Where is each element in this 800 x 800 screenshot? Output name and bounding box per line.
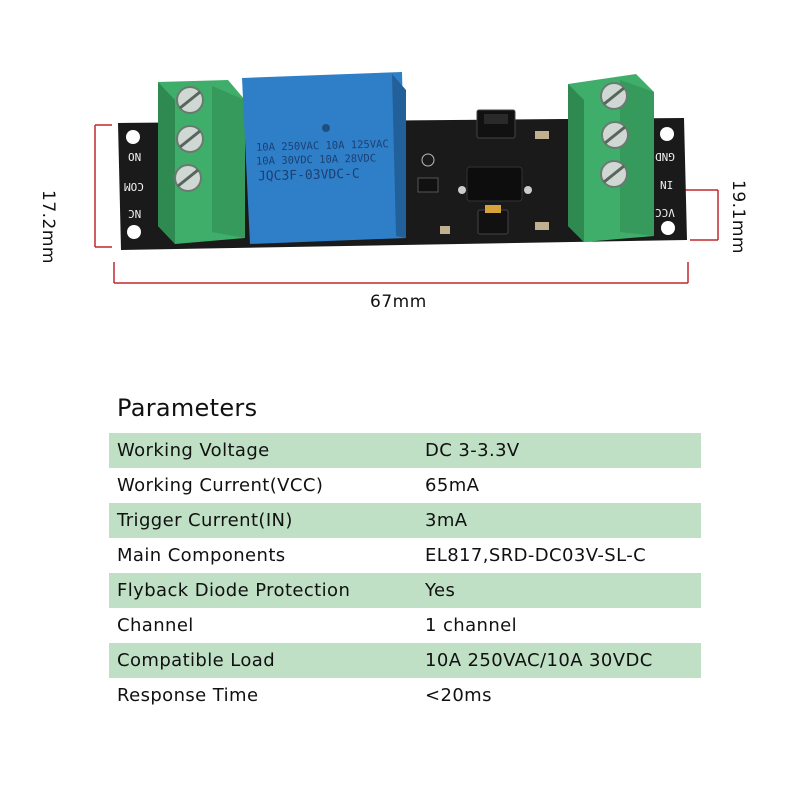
relay-model: JQC3F-03VDC-C — [257, 166, 360, 185]
dimension-width: 67mm — [370, 292, 427, 312]
param-value: Yes — [425, 580, 456, 601]
param-name: Compatible Load — [117, 650, 276, 671]
pin-label-vcc: VCC — [655, 206, 675, 219]
pin-label-in: IN — [660, 178, 674, 191]
table-row: Main Components EL817,SRD-DC03V-SL-C — [109, 538, 701, 573]
right-terminal-block — [568, 74, 654, 242]
pin-label-com: COM — [124, 180, 144, 193]
table-row: Trigger Current(IN) 3mA — [109, 503, 701, 538]
table-row: Working Current(VCC) 65mA — [109, 468, 701, 503]
param-value: DC 3-3.3V — [425, 440, 520, 461]
parameters-table: Working Voltage DC 3-3.3V Working Curren… — [109, 433, 701, 713]
param-value: EL817,SRD-DC03V-SL-C — [425, 545, 647, 566]
table-row: Working Voltage DC 3-3.3V — [109, 433, 701, 468]
dimension-right-height: 19.1mm — [728, 180, 748, 254]
relay-module-illustration: 10A 250VAC 10A 125VAC 10A 30VDC 10A 28VD… — [0, 0, 800, 330]
param-name: Main Components — [117, 545, 286, 566]
table-row: Flyback Diode Protection Yes — [109, 573, 701, 608]
param-value: 10A 250VAC/10A 30VDC — [425, 650, 653, 671]
param-name: Channel — [117, 615, 194, 636]
param-name: Working Voltage — [117, 440, 270, 461]
param-value: <20ms — [425, 685, 492, 706]
pin-label-nc: NC — [128, 207, 142, 220]
table-row: Response Time <20ms — [109, 678, 701, 713]
table-row: Channel 1 channel — [109, 608, 701, 643]
relay-component — [242, 72, 406, 244]
param-name: Working Current(VCC) — [117, 475, 324, 496]
param-name: Flyback Diode Protection — [117, 580, 351, 601]
param-value: 1 channel — [425, 615, 518, 636]
param-value: 65mA — [425, 475, 480, 496]
param-value: 3mA — [425, 510, 468, 531]
dimension-left-height: 17.2mm — [38, 190, 58, 264]
pin-label-no: NO — [128, 150, 142, 163]
param-name: Trigger Current(IN) — [117, 510, 293, 531]
param-name: Response Time — [117, 685, 259, 706]
table-row: Compatible Load 10A 250VAC/10A 30VDC — [109, 643, 701, 678]
left-terminal-block — [158, 80, 245, 244]
parameters-title: Parameters — [117, 394, 258, 422]
relay-module-drawing — [94, 72, 719, 284]
pin-label-gnd: GND — [655, 150, 675, 163]
pcb-components — [417, 109, 549, 235]
